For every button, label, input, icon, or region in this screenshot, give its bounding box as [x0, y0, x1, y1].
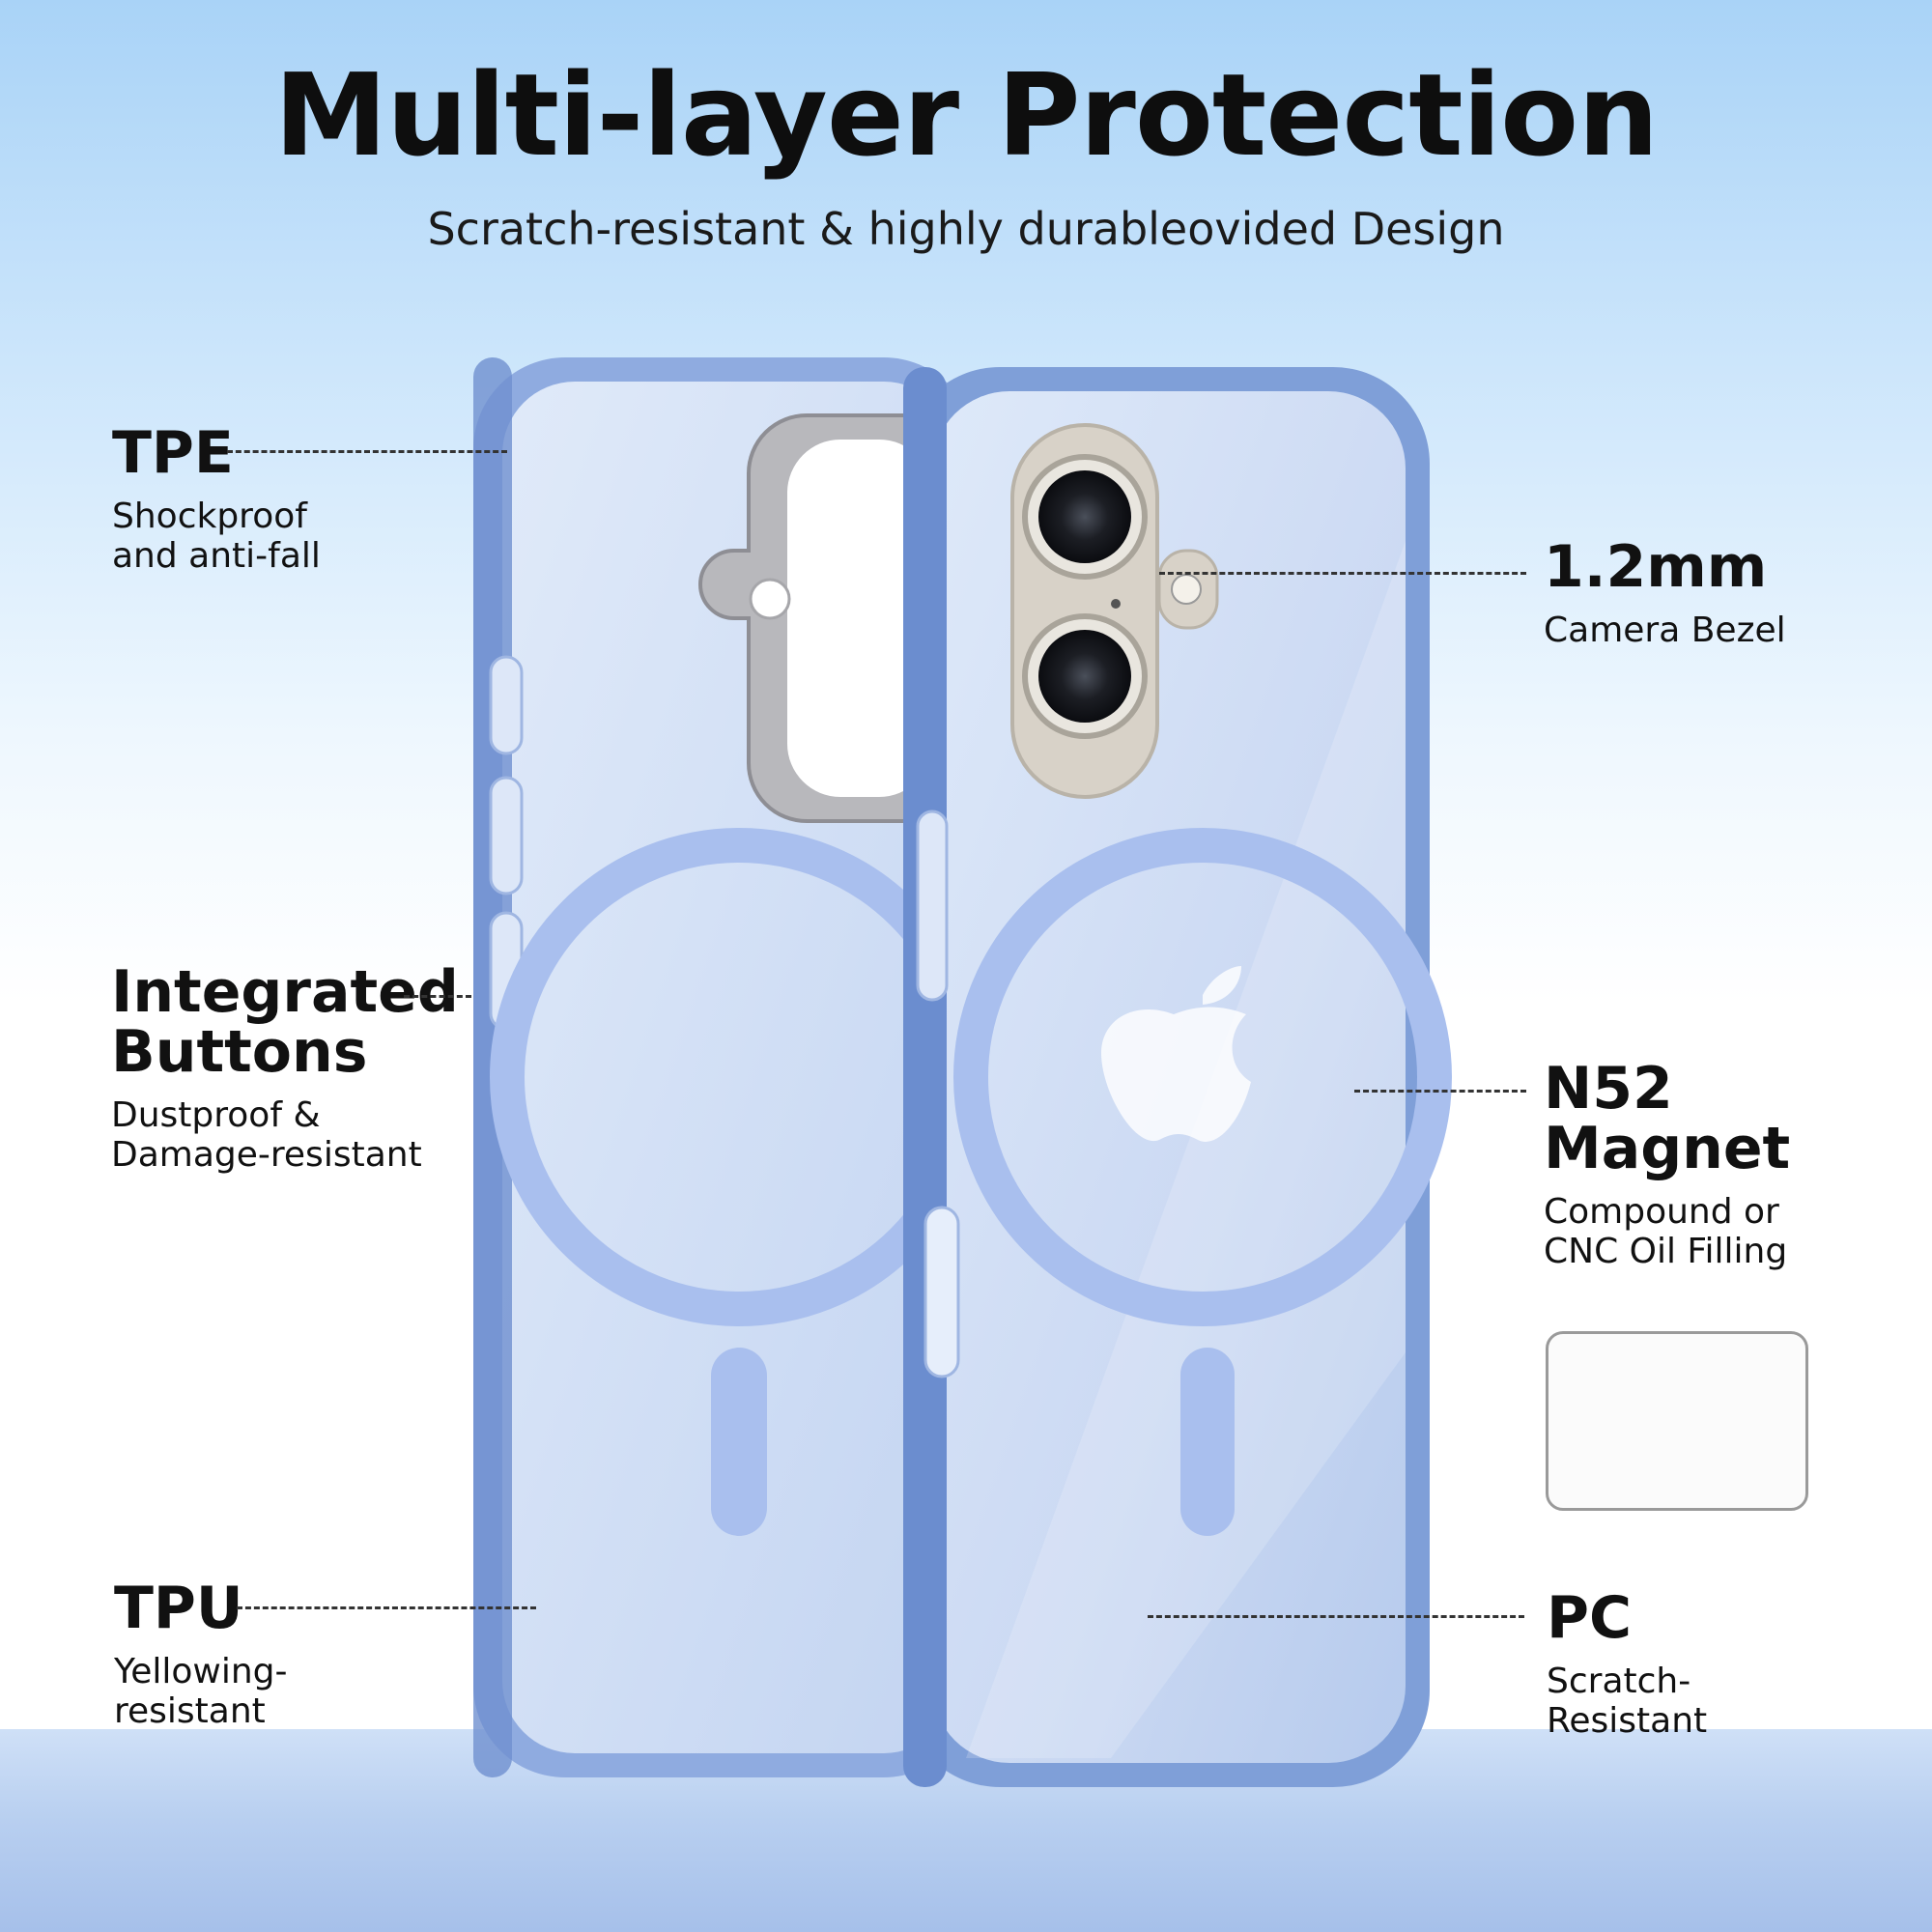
- bezel-leader-line: [1159, 572, 1526, 575]
- tpu-desc-line2: resistant: [114, 1691, 266, 1731]
- magnet-title-line1: N52: [1544, 1055, 1673, 1122]
- buttons-leader-line: [404, 995, 471, 998]
- magnet-ring-box: [1546, 1331, 1808, 1511]
- tpu-title: TPU: [114, 1575, 243, 1642]
- back-case: [473, 357, 988, 1777]
- buttons-callout: Integrated Buttons Dustproof & Damage-re…: [111, 962, 459, 1175]
- page-title: Multi-layer Protection: [273, 48, 1659, 182]
- magnet-desc-line2: CNC Oil Filling: [1544, 1232, 1788, 1271]
- tpe-title: TPE: [112, 419, 234, 487]
- pc-callout: PC Scratch- Resistant: [1547, 1588, 1707, 1741]
- tpu-desc-line1: Yellowing-: [114, 1652, 288, 1691]
- tpe-desc-line2: and anti-fall: [112, 536, 321, 576]
- tpu-callout: TPU Yellowing- resistant: [114, 1578, 288, 1731]
- magnet-title-line2: Magnet: [1544, 1115, 1791, 1182]
- magnet-desc-line1: Compound or: [1544, 1192, 1779, 1232]
- camera-bezel: [1010, 423, 1219, 799]
- pc-desc-line1: Scratch-: [1547, 1662, 1691, 1701]
- bezel-desc: Camera Bezel: [1544, 611, 1786, 650]
- page-subtitle: Scratch-resistant & highly durableovided…: [427, 203, 1505, 255]
- buttons-title-line1: Integrated: [111, 958, 459, 1026]
- bezel-callout: 1.2mm Camera Bezel: [1544, 537, 1786, 650]
- pc-title: PC: [1547, 1584, 1633, 1652]
- pc-leader-line: [1148, 1615, 1524, 1618]
- magnet-callout: N52 Magnet Compound or CNC Oil Filling: [1544, 1059, 1790, 1271]
- tpu-leader-line: [237, 1606, 536, 1609]
- tpe-desc-line1: Shockproof: [112, 497, 307, 536]
- bezel-title: 1.2mm: [1544, 533, 1768, 601]
- magnet-leader-line: [1354, 1090, 1526, 1093]
- buttons-title-line2: Buttons: [111, 1018, 368, 1086]
- tpe-callout: TPE Shockproof and anti-fall: [112, 423, 321, 576]
- tpe-leader-line: [227, 450, 507, 453]
- pc-desc-line2: Resistant: [1547, 1701, 1708, 1741]
- buttons-desc-line2: Damage-resistant: [111, 1135, 422, 1175]
- front-case: [903, 367, 1452, 1787]
- buttons-desc-line1: Dustproof &: [111, 1095, 321, 1135]
